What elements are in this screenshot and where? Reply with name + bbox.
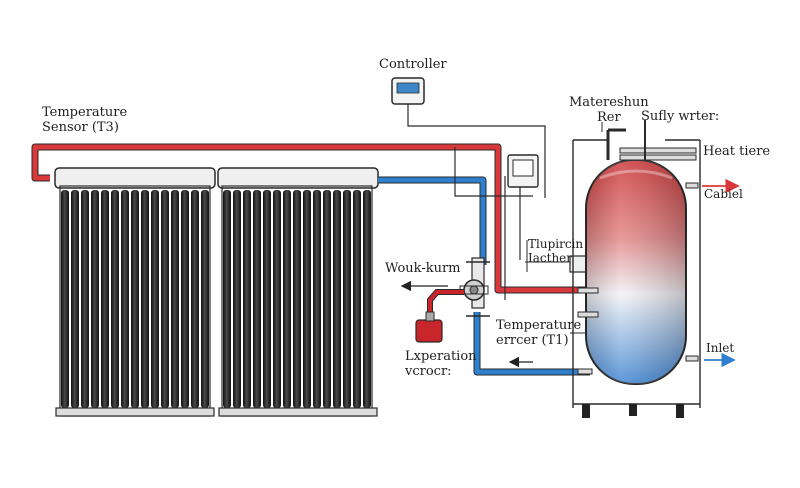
evacuated-tube <box>363 190 371 408</box>
evacuated-tube <box>333 190 341 408</box>
evacuated-tube <box>303 190 311 408</box>
cabiel-label: Cabiel <box>704 187 743 201</box>
evacuated-tube <box>343 190 351 408</box>
evacuated-tube <box>181 190 189 408</box>
temperature-sensor-t3-label: Temperature Sensor (T3) <box>42 105 128 135</box>
hot-supply-pipe <box>31 143 588 294</box>
solar-collector-left <box>54 167 216 417</box>
evacuated-tube <box>161 190 169 408</box>
evacuated-tube <box>61 190 69 408</box>
expansion-vessel <box>415 289 464 343</box>
heat-tiere-label: Heat tiere <box>703 144 771 159</box>
evacuated-tube <box>151 190 159 408</box>
flow-arrows <box>400 178 740 368</box>
evacuated-tube <box>313 190 321 408</box>
collector-tubes-right <box>223 190 371 408</box>
evacuated-tube <box>243 190 251 408</box>
evacuated-tube <box>81 190 89 408</box>
storage-tank-frame <box>572 139 701 418</box>
evacuated-tube <box>223 190 231 408</box>
evacuated-tube <box>101 190 109 408</box>
inlet-label: Inlet <box>706 341 735 355</box>
evacuated-tube <box>273 190 281 408</box>
storage-tank <box>585 159 687 385</box>
evacuated-tube <box>91 190 99 408</box>
evacuated-tube <box>283 190 291 408</box>
evacuated-tube <box>233 190 241 408</box>
sufly-writer-label: Sufly wrter: <box>641 109 720 124</box>
evacuated-tube <box>171 190 179 408</box>
circulation-pump <box>459 279 489 301</box>
evacuated-tube <box>121 190 129 408</box>
evacuated-tube <box>71 190 79 408</box>
wouk-kurm-label: Wouk-kurm <box>385 261 461 276</box>
evacuated-tube <box>141 190 149 408</box>
temperature-errcer-t1-label: Temperature errcer (T1) <box>496 318 582 348</box>
secondary-controller <box>507 154 539 188</box>
tlupircin-lactier-label: Tlupircin Iacther <box>528 237 584 265</box>
materesh-rer-label: Materеshun Rer <box>569 95 649 125</box>
cold-return-pipe <box>378 176 590 376</box>
evacuated-tube <box>201 190 209 408</box>
expansion-vessel-label: Lxperation vcrocr: <box>405 349 477 379</box>
solar-collector-right <box>217 167 379 417</box>
evacuated-tube <box>263 190 271 408</box>
leader-lines <box>526 122 603 334</box>
tank-fittings <box>577 120 699 375</box>
collector-tubes-left <box>61 190 209 408</box>
evacuated-tube <box>293 190 301 408</box>
evacuated-tube <box>111 190 119 408</box>
evacuated-tube <box>323 190 331 408</box>
controller-label: Controller <box>379 57 447 72</box>
evacuated-tube <box>353 190 361 408</box>
controller-wiring <box>407 104 546 300</box>
evacuated-tube <box>253 190 261 408</box>
controller-unit <box>391 77 425 105</box>
evacuated-tube <box>191 190 199 408</box>
evacuated-tube <box>131 190 139 408</box>
